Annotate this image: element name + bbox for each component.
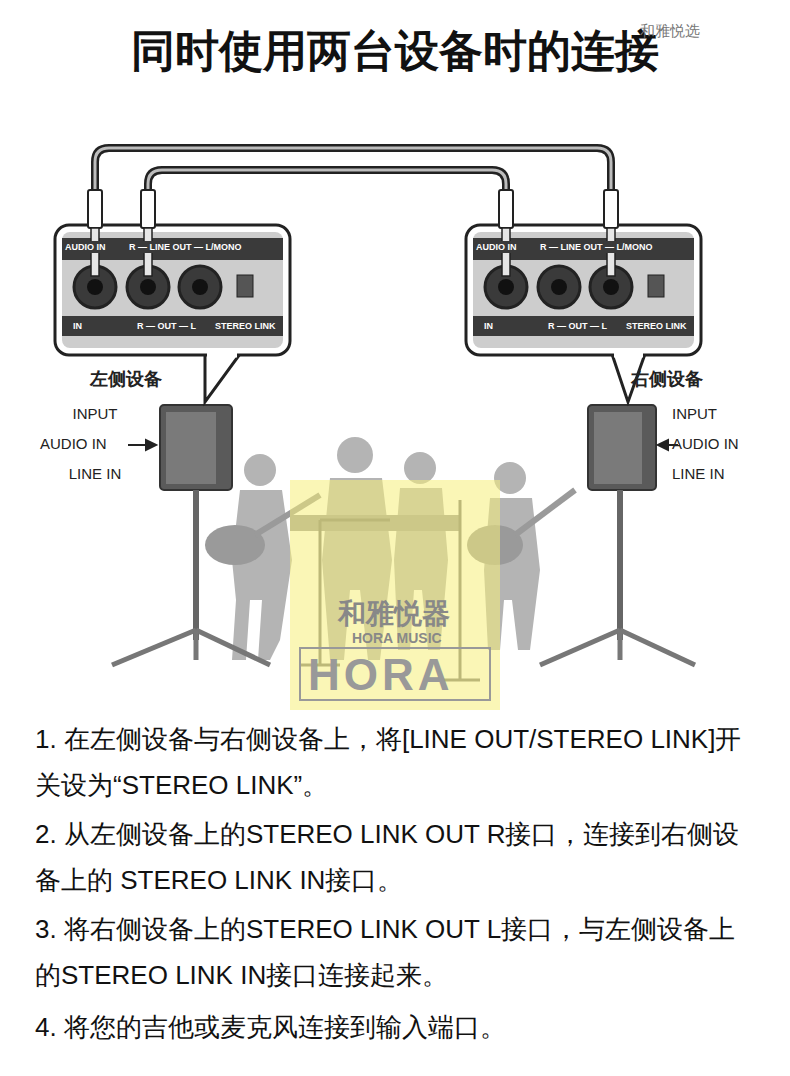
instruction: 2. 从左侧设备上的STEREO LINK OUT R接口，连接到右侧设备上的 … xyxy=(35,811,760,903)
panel-label: R — OUT — L xyxy=(135,320,198,332)
instruction: 1. 在左侧设备与右侧设备上，将[LINE OUT/STEREO LINK]开关… xyxy=(35,716,760,808)
device-caption: 右侧设备 xyxy=(631,367,703,391)
watermark: 和雅悦选 xyxy=(640,22,700,41)
watermark-block xyxy=(290,480,500,710)
port-label: LINE IN xyxy=(672,465,725,482)
port-label: INPUT xyxy=(40,405,150,422)
callout-panel: AUDIO IN R — LINE OUT — L/MONO IN R — OUT —… xyxy=(55,225,290,355)
watermark: 和雅悦器 xyxy=(338,595,450,633)
panel-label: IN xyxy=(71,320,84,332)
callout-panel-left xyxy=(55,225,290,402)
instruction: 3. 将右侧设备上的STEREO LINK OUT L接口，与左侧设备上的STE… xyxy=(35,906,760,998)
panel-label: AUDIO IN xyxy=(63,241,108,253)
panel-label: IN xyxy=(482,320,495,332)
speaker-right xyxy=(540,405,695,665)
cable xyxy=(95,148,611,225)
speaker-left xyxy=(112,405,270,665)
panel-label: R — OUT — L xyxy=(546,320,609,332)
callout-panel: AUDIO IN R — LINE OUT — L/MONO IN R — OUT —… xyxy=(466,225,701,355)
port-label: LINE IN xyxy=(40,465,150,482)
device-caption: 左侧设备 xyxy=(90,367,162,391)
panel-label: STEREO LINK xyxy=(213,320,278,332)
port-label: AUDIO IN xyxy=(40,435,107,452)
panel-label: AUDIO IN xyxy=(474,241,519,253)
watermark: HORA xyxy=(308,650,454,700)
panel-label: R — LINE OUT — L/MONO xyxy=(127,241,244,253)
panel-label: STEREO LINK xyxy=(624,320,689,332)
port-label: INPUT xyxy=(672,405,717,422)
port-label: AUDIO IN xyxy=(672,435,739,452)
instruction: 4. 将您的吉他或麦克风连接到输入端口。 xyxy=(35,1004,760,1050)
panel-label: R — LINE OUT — L/MONO xyxy=(538,241,655,253)
watermark: HORA MUSIC xyxy=(352,630,442,646)
cable xyxy=(148,170,506,225)
